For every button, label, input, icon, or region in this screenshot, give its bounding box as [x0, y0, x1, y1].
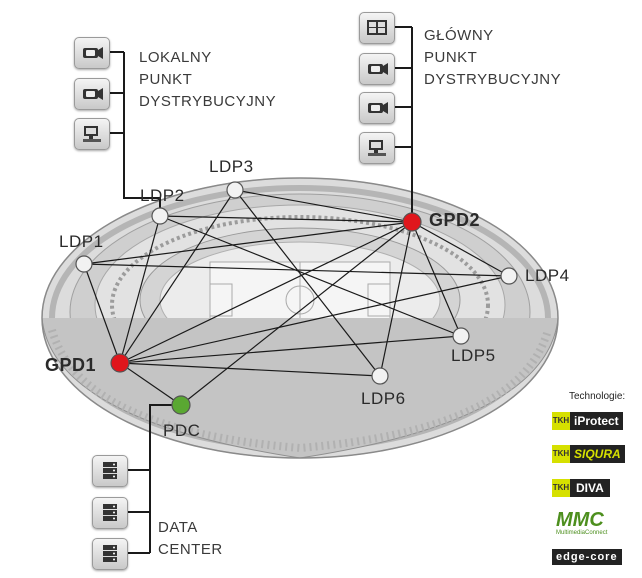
link-gpd1-pdc	[119, 362, 182, 406]
link-gpd1-ldp3	[119, 189, 236, 364]
link-gpd2-ldp2	[159, 215, 413, 223]
lokalny-line-3: DYSTRYBUCYJNY	[139, 93, 277, 110]
edge-core-text: edge-core	[552, 549, 622, 565]
server-icon[interactable]	[92, 497, 128, 529]
node-label-ldp6: LDP6	[361, 389, 406, 408]
diva-text: DIVA	[570, 479, 610, 497]
node-ldp5[interactable]	[452, 327, 470, 345]
link-gpd1-gpd2	[119, 221, 413, 364]
tkh-badge: TKH	[552, 479, 570, 497]
node-ldp1[interactable]	[75, 255, 93, 273]
data-center-line-2: CENTER	[158, 541, 223, 558]
lokalny-label: LOKALNY PUNKT DYSTRYBUCYJNY	[139, 47, 276, 113]
workstation-icon[interactable]	[359, 132, 395, 164]
link-gpd2-pdc	[180, 221, 413, 406]
node-label-pdc: PDC	[163, 421, 201, 440]
connector-lines	[108, 26, 413, 554]
link-gpd1-ldp6	[119, 362, 381, 377]
node-label-ldp5: LDP5	[451, 346, 496, 365]
data-center-label: DATA CENTER	[158, 517, 223, 561]
lokalny-line-1: LOKALNY	[139, 49, 212, 66]
tkh-badge: TKH	[552, 412, 570, 430]
glowny-line-2: PUNKT	[424, 49, 478, 66]
camera-icon[interactable]	[74, 37, 110, 69]
node-gpd2[interactable]	[402, 212, 422, 232]
link-gpd2-ldp6	[379, 221, 413, 377]
link-gpd1-ldp2	[119, 215, 161, 364]
glowny-label: GŁÓWNY PUNKT DYSTRYBUCYJNY	[424, 25, 561, 91]
node-label-ldp4: LDP4	[525, 266, 570, 285]
mmc-sub: MultimediaConnect	[556, 530, 608, 536]
network-links	[83, 189, 510, 406]
link-gpd2-ldp1	[83, 221, 413, 265]
node-label-ldp2: LDP2	[140, 186, 185, 205]
iprotect-text: iProtect	[570, 412, 623, 430]
siqura-text: SIQURA	[570, 445, 625, 463]
node-label-ldp1: LDP1	[59, 232, 104, 251]
node-ldp2[interactable]	[151, 207, 169, 225]
link-gpd2-ldp5	[411, 221, 462, 337]
node-pdc[interactable]	[171, 395, 191, 415]
link-gpd1-ldp5	[119, 335, 462, 364]
lokalny-line-2: PUNKT	[139, 71, 193, 88]
glowny-line-1: GŁÓWNY	[424, 27, 494, 44]
node-gpd1[interactable]	[110, 353, 130, 373]
data-center-line-1: DATA	[158, 519, 198, 536]
technologies-title: Technologie:	[569, 391, 626, 402]
link-ldp2-ldp5	[159, 215, 462, 337]
mmc-text: MMC	[556, 509, 604, 531]
node-label-gpd1: GPD1	[45, 355, 97, 375]
camera-icon[interactable]	[359, 92, 395, 124]
server-icon[interactable]	[92, 455, 128, 487]
server-icon[interactable]	[92, 538, 128, 570]
stadium-illustration	[41, 177, 559, 459]
link-gpd1-ldp1	[83, 263, 121, 364]
camera-icon[interactable]	[74, 78, 110, 110]
node-label-gpd2: GPD2	[429, 210, 481, 230]
mmc-logo: MMC MultimediaConnect	[556, 510, 630, 538]
glowny-line-3: DYSTRYBUCYJNY	[424, 71, 562, 88]
node-ldp6[interactable]	[371, 367, 389, 385]
camera-icon[interactable]	[359, 53, 395, 85]
link-gpd2-ldp3	[234, 189, 413, 223]
link-ldp3-ldp6	[234, 189, 381, 377]
node-label-ldp3: LDP3	[209, 157, 254, 176]
link-gpd1-ldp4	[119, 275, 510, 364]
monitor-wall-icon[interactable]	[359, 12, 395, 44]
workstation-icon[interactable]	[74, 118, 110, 150]
network-nodes	[75, 181, 518, 415]
link-gpd2-ldp4	[411, 221, 510, 277]
node-ldp4[interactable]	[500, 267, 518, 285]
node-ldp3[interactable]	[226, 181, 244, 199]
edge-core-logo: edge-core	[552, 549, 626, 567]
tkh-badge: TKH	[552, 445, 570, 463]
